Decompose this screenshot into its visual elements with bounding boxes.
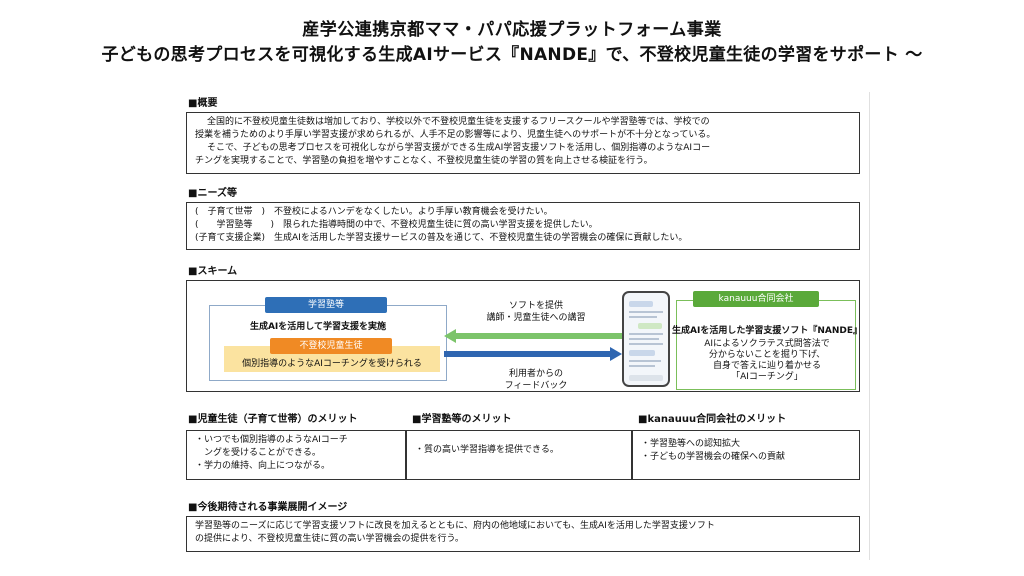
kanauuu-merit-title: ■kanauuu合同会社のメリット [638, 414, 787, 425]
provide-arrow [444, 329, 622, 343]
child-merit-box: ・いつでも個別指導のようなAIコーチ ングを受けることができる。 ・学力の維持、… [186, 430, 406, 480]
future-title: ■今後期待される事業展開イメージ [188, 502, 348, 513]
kanauuu-merit-line: ・子どもの学習機会の確保への貢献 [641, 452, 786, 462]
nande-description: AIによるソクラテス式問答法で 分からないことを掘り下げ、 自身で答えに辿り着か… [672, 339, 862, 383]
kanauuu-tag: kanauuu合同会社 [693, 291, 819, 307]
arrow-feedback-line2: フィードバック [504, 381, 568, 391]
overview-line: そこで、子どもの思考プロセスを可視化しながら学習支援ができる生成AI学習支援ソフ… [207, 143, 711, 153]
overview-line: 全国的に不登校児童生徒数は増加しており、学校以外で不登校児童生徒を支援するフリー… [207, 117, 710, 127]
arrow-provide-line2: 講師・児童生徒への講習 [486, 313, 586, 323]
feedback-arrow [444, 347, 622, 361]
arrow-provide-line1: ソフトを提供 [508, 301, 563, 311]
header-title-line2: 子どもの思考プロセスを可視化する生成AIサービス『NANDE』で、不登校児童生徒… [101, 45, 923, 65]
needs-line: (子育て支援企業) 生成AIを活用した学習支援サービスの普及を通じて、不登校児童… [195, 233, 688, 243]
arrow-feedback-label: 利用者からの フィードバック [476, 368, 596, 392]
cram-school-text: 生成AIを活用して学習支援を実施 [249, 322, 387, 332]
nande-desc-line: 自身で答えに辿り着かせる [712, 361, 821, 371]
future-line: 学習塾等のニーズに応じて学習支援ソフトに改良を加えるとともに、府内の他地域におい… [195, 521, 715, 531]
scheme-arrows [444, 329, 622, 361]
overview-line: チングを実現することで、学習塾の負担を増やすことなく、不登校児童生徒の学習の質を… [195, 156, 653, 166]
nande-desc-line: 「AIコーチング」 [731, 372, 803, 382]
needs-box: ( 子育て世帯 ) 不登校によるハンデをなくしたい。より手厚い教育機会を受けたい… [186, 202, 860, 250]
document-sheet: ■概要 全国的に不登校児童生徒数は増加しており、学校以外で不登校児童生徒を支援す… [176, 92, 870, 560]
smartphone-illustration [622, 291, 670, 387]
kanauuu-merit-box: ・学習塾等への認知拡大 ・子どもの学習機会の確保への貢献 [632, 430, 860, 480]
nande-title: 生成AIを活用した学習支援ソフト『NANDE』 [672, 326, 862, 336]
child-merit-line: ・学力の維持、向上につながる。 [195, 461, 331, 471]
needs-line: ( 子育て世帯 ) 不登校によるハンデをなくしたい。より手厚い教育機会を受けたい… [195, 207, 553, 217]
kanauuu-panel [676, 300, 856, 390]
nande-desc-line: 分からないことを掘り下げ、 [708, 350, 826, 360]
future-line: の提供により、不登校児童生徒に質の高い学習機会の提供を行う。 [195, 534, 464, 544]
future-box: 学習塾等のニーズに応じて学習支援ソフトに改良を加えるとともに、府内の他地域におい… [186, 516, 860, 552]
cram-school-tag: 学習塾等 [265, 297, 387, 313]
cram-merit-line: ・質の高い学習指導を提供できる。 [415, 445, 559, 455]
child-merit-line: ングを受けることができる。 [195, 448, 321, 458]
needs-title: ■ニーズ等 [188, 188, 237, 199]
page-header: 産学公連携京都ママ・パパ応援プラットフォーム事業 子どもの思考プロセスを可視化す… [0, 18, 1024, 68]
child-merit-title: ■児童生徒（子育て世帯）のメリット [188, 414, 358, 425]
kanauuu-merit-line: ・学習塾等への認知拡大 [641, 439, 741, 449]
cram-merit-box: ・質の高い学習指導を提供できる。 [406, 430, 632, 480]
overview-box: 全国的に不登校児童生徒数は増加しており、学校以外で不登校児童生徒を支援するフリー… [186, 112, 860, 174]
student-tag: 不登校児童生徒 [270, 338, 392, 354]
overview-line: 授業を補うためのより手厚い学習支援が求められるが、人手不足の影響等により、児童生… [195, 130, 716, 140]
arrow-provide-label: ソフトを提供 講師・児童生徒への講習 [476, 300, 596, 324]
needs-line: ( 学習塾等 ) 限られた指導時間の中で、不登校児童生徒に質の高い学習支援を提供… [195, 220, 598, 230]
student-text: 個別指導のようなAIコーチングを受けられる [242, 359, 422, 369]
child-merit-line: ・いつでも個別指導のようなAIコーチ [195, 435, 348, 445]
arrow-feedback-line1: 利用者からの [508, 369, 563, 379]
cram-merit-title: ■学習塾等のメリット [412, 414, 512, 425]
overview-title: ■概要 [188, 98, 218, 109]
nande-desc-line: AIによるソクラテス式問答法で [704, 339, 830, 349]
scheme-title: ■スキーム [188, 266, 238, 277]
header-title-line1: 産学公連携京都ママ・パパ応援プラットフォーム事業 [302, 20, 722, 40]
